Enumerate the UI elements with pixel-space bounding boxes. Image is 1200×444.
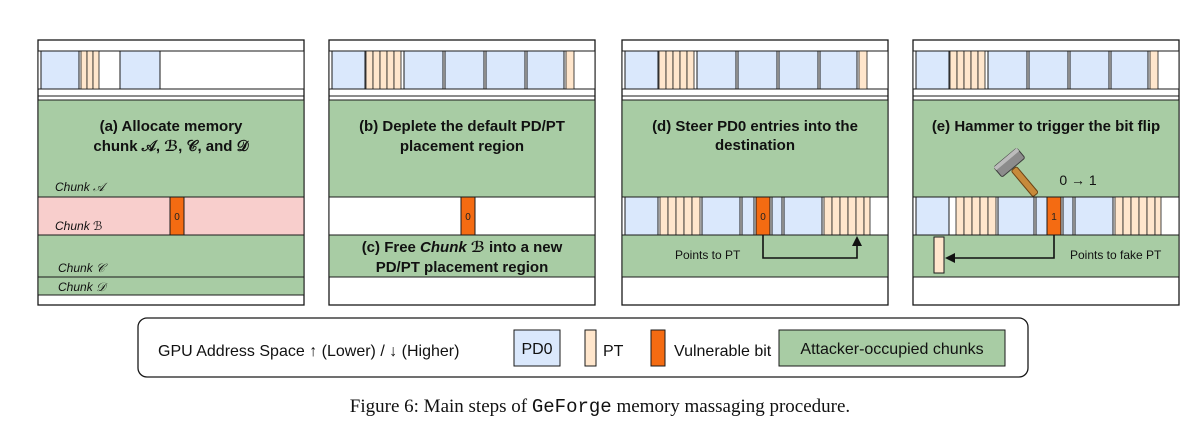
panel-b-bit-value: 0: [465, 212, 471, 223]
panel-d-lower-attacker-region: [621, 234, 889, 278]
panel-d-title-line2: destination: [715, 137, 795, 154]
panel-b-pd0-block-1: [331, 50, 366, 90]
panel-e-title: (e) Hammer to trigger the bit flip: [932, 118, 1160, 135]
legend-vulnerable-swatch: [650, 329, 666, 367]
panel-d-pt-row-group-1: [659, 196, 701, 236]
panel-d-pd0-block-1: [624, 50, 659, 90]
panel-e-pd0-row-block-1: [915, 196, 950, 236]
panel-e-flip-label: 0 → 1: [1059, 172, 1097, 188]
panel-d-pd0-row-block-2: [701, 196, 741, 236]
legend-pd0-swatch: [513, 329, 561, 367]
panel-e-pd0-row-block-3: [1035, 196, 1048, 236]
panel-a-pt-group: [80, 50, 100, 90]
panel-c-title-prefix: (c) Free: [362, 239, 420, 256]
panel-c-title-suffix: into a new: [485, 239, 563, 256]
panel-e-pd0-block-2: [987, 50, 1028, 90]
panel-e-fake-pt: [933, 236, 945, 274]
panel-d-pt-single: [858, 50, 868, 90]
panel-e-pd0-block-5: [1110, 50, 1149, 90]
panel-e-pd0-block-4: [1069, 50, 1110, 90]
legend-pd0-label: PD0: [521, 341, 552, 358]
panel-e-pt-group: [949, 50, 986, 90]
chunk-a-region: [37, 99, 305, 198]
panel-d-pt-row-group-2: [823, 196, 871, 236]
panel-d-pd0-block-4: [778, 50, 819, 90]
panel-a-pd0-block-1: [40, 50, 80, 90]
panel-d: (d) Steer PD0 entries into the destinati…: [621, 39, 889, 306]
panel-d-pointer-label: Points to PT: [675, 248, 741, 262]
chunk-c-label: Chunk 𝒞: [58, 261, 108, 275]
panel-e-bit-value: 1: [1051, 212, 1057, 223]
panel-d-pd0-block-2: [696, 50, 737, 90]
panel-e-pointer-arrow: [945, 235, 1055, 263]
panel-e-pd0-block-3: [1028, 50, 1069, 90]
panel-d-pd0-block-5: [819, 50, 858, 90]
panel-a-title-line1: (a) Allocate memory: [100, 118, 243, 135]
panel-e-lower-attacker-region: [912, 234, 1180, 278]
panel-b-title-line2: placement region: [400, 138, 524, 155]
panel-e-pt-row-group-2: [1114, 196, 1162, 236]
caption-suffix: memory massaging procedure.: [612, 396, 850, 417]
panel-d-pd0-row-block-3: [741, 196, 755, 236]
panel-e-pd0-row-block-5: [1074, 196, 1114, 236]
legend-attacker-label: Attacker-occupied chunks: [800, 341, 983, 358]
panel-e: (e) Hammer to trigger the bit flip 0 → 1…: [912, 39, 1180, 306]
chunk-d-region: [37, 276, 305, 296]
panel-b-pd0-block-3: [444, 50, 485, 90]
panel-e-pt-row-group-1: [955, 196, 997, 236]
legend-pt-label: PT: [603, 343, 624, 360]
panel-d-pt-group: [658, 50, 695, 90]
legend: GPU Address Space ↑ (Lower) / ↓ (Higher)…: [137, 317, 1029, 378]
panel-e-pd0-row-block-4: [1062, 196, 1074, 236]
panel-c-title-italic: Chunk ℬ: [420, 239, 485, 256]
panel-d-title-line1: (d) Steer PD0 entries into the: [652, 118, 858, 135]
panel-b-pd0-block-5: [526, 50, 565, 90]
panel-b-pt-group: [365, 50, 402, 90]
panel-d-pointer-arrow: [762, 235, 862, 259]
hammer-icon: [993, 147, 1039, 197]
legend-attacker-swatch: [778, 329, 1006, 367]
panel-d-attacker-region: [621, 99, 889, 198]
panel-b-attacker-region: [328, 99, 596, 198]
panel-c-title-line2: PD/PT placement region: [376, 259, 549, 276]
panel-e-pd0-row-block-2: [997, 196, 1035, 236]
panel-e-pointer-label: Points to fake PT: [1070, 248, 1162, 262]
panel-d-pd0-row-block-5: [783, 196, 823, 236]
legend-vulnerable-label: Vulnerable bit: [674, 343, 772, 360]
panel-d-pd0-row-block-4: [771, 196, 783, 236]
panel-d-pd0-row-block-1: [624, 196, 659, 236]
caption-name: GeForge: [532, 396, 612, 418]
panel-e-attacker-region: [912, 99, 1180, 198]
panel-e-pt-single: [1149, 50, 1159, 90]
panel-d-pd0-block-3: [737, 50, 778, 90]
chunk-c-region: [37, 234, 305, 278]
panel-e-pd0-block-1: [915, 50, 950, 90]
caption-prefix: Figure 6: Main steps of: [350, 396, 532, 417]
legend-pt-swatch: [584, 329, 597, 367]
panel-b-pd0-block-2: [403, 50, 444, 90]
panel-a-title-line2: chunk 𝒜, ℬ, 𝒞, and 𝒟: [93, 138, 249, 155]
chunk-b-label: Chunk ℬ: [55, 219, 102, 233]
panel-c-title-line1: (c) Free Chunk ℬ into a new: [362, 239, 563, 256]
chunk-a-label: Chunk 𝒜: [55, 180, 108, 194]
panel-b-lower-attacker-region: [328, 234, 596, 278]
panel-b-title-line1: (b) Deplete the default PD/PT: [359, 118, 565, 135]
panel-d-bit-value: 0: [760, 212, 766, 223]
panel-b: (b) Deplete the default PD/PT placement …: [328, 39, 596, 306]
panel-a: (a) Allocate memory chunk 𝒜, ℬ, 𝒞, and 𝒟…: [37, 39, 305, 306]
panel-b-pd0-block-4: [485, 50, 526, 90]
panel-b-pt-single: [565, 50, 575, 90]
legend-address-space: GPU Address Space ↑ (Lower) / ↓ (Higher): [158, 343, 459, 360]
panel-a-bit-value: 0: [174, 212, 180, 223]
chunk-d-label: Chunk 𝒟: [58, 280, 108, 294]
figure-caption: Figure 6: Main steps of GeForge memory m…: [350, 396, 850, 418]
panel-a-pd0-block-2: [119, 50, 161, 90]
